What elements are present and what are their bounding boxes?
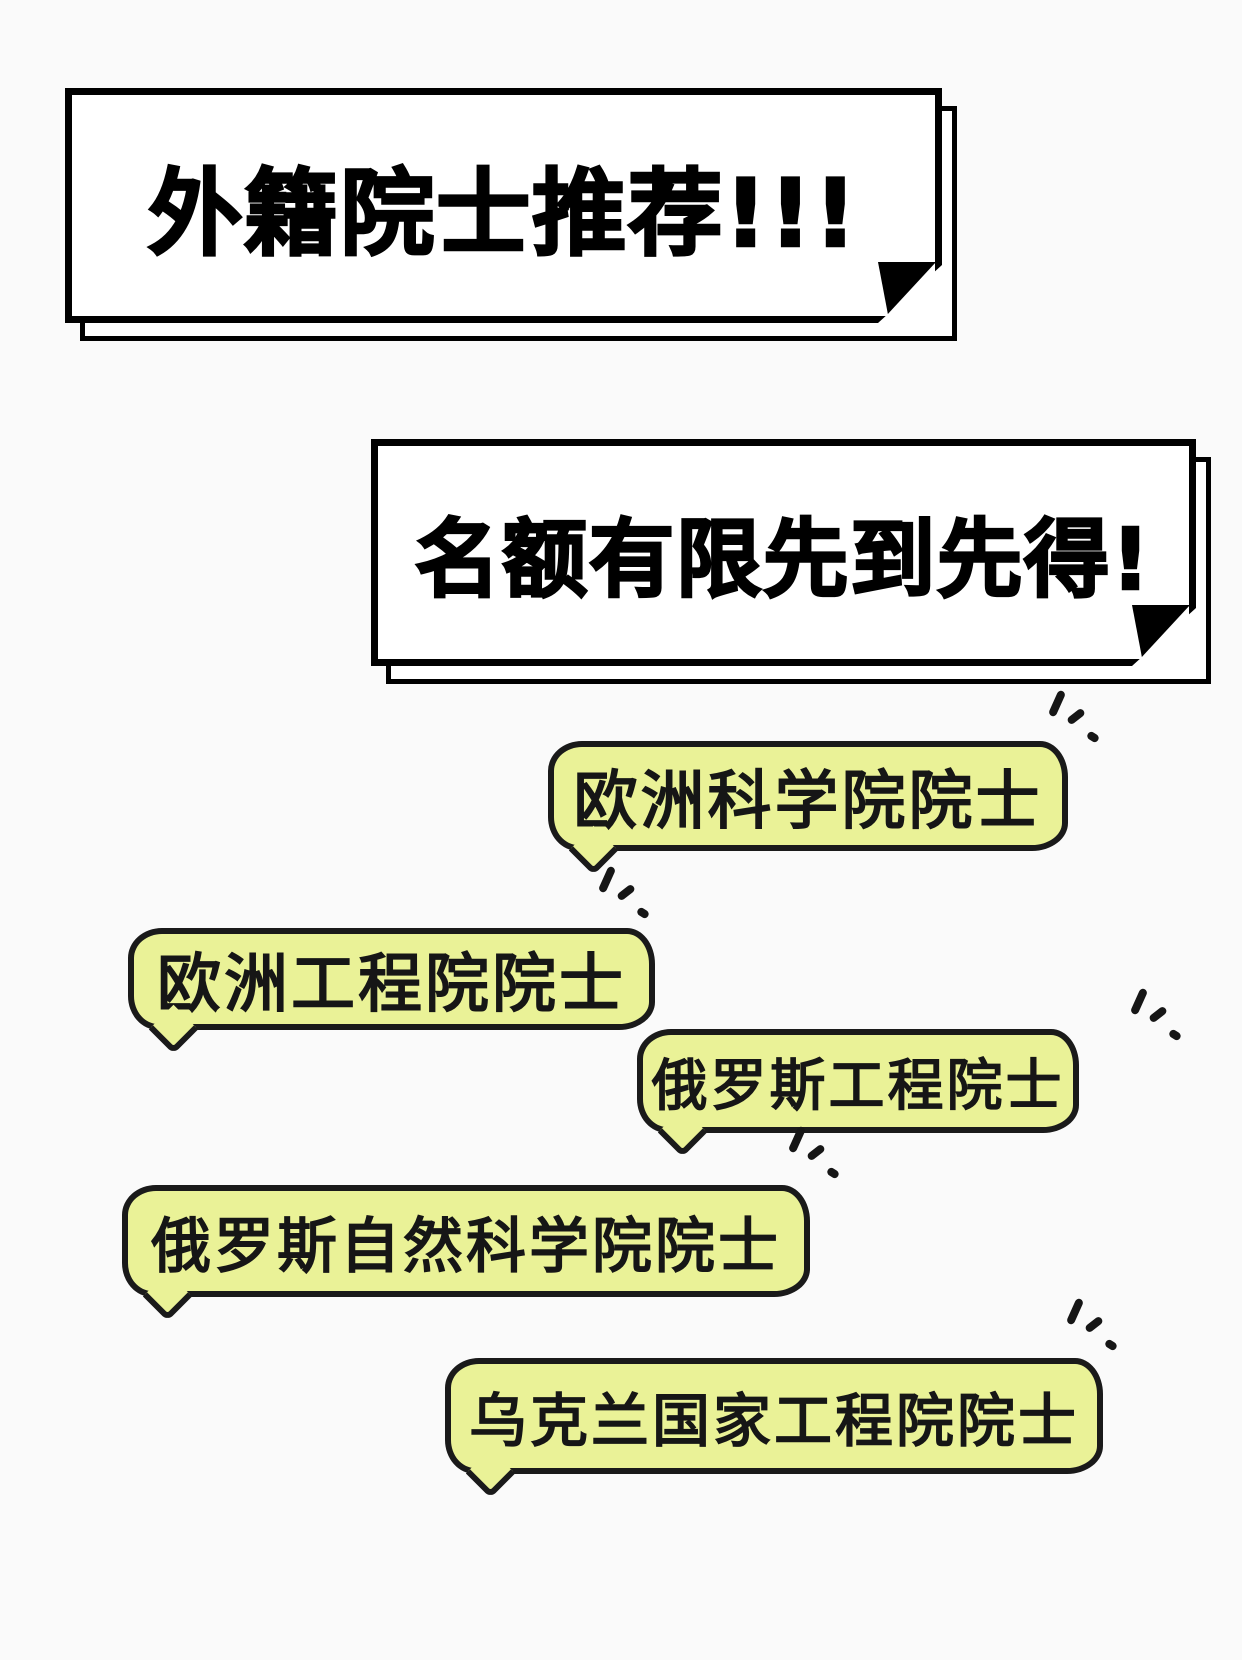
speech-bubble-russian-academy-of-engineering: 俄罗斯工程院士 (637, 1029, 1079, 1158)
bubble-label: 俄罗斯工程院士 (637, 1029, 1079, 1133)
bubble-label: 欧洲工程院院士 (128, 928, 655, 1030)
banner-title: 名额有限先到先得! (414, 510, 1152, 612)
banner-title: 外籍院士推荐!!! (147, 158, 859, 270)
speech-bubble-russian-academy-of-natural-sciences: 俄罗斯自然科学院院士 (122, 1185, 810, 1322)
bubble-label: 俄罗斯自然科学院院士 (122, 1185, 810, 1297)
speech-bubble-european-academy-of-sciences: 欧洲科学院院士 (548, 741, 1068, 876)
sparkle-icon (1064, 1297, 1119, 1356)
sparkle-icon (1046, 689, 1101, 748)
sparkle-icon (596, 865, 651, 924)
headline-banner-foreign-academicians: 外籍院士推荐!!! (65, 88, 957, 341)
bubble-label: 乌克兰国家工程院院士 (445, 1358, 1103, 1474)
banner-card (371, 439, 1196, 666)
sparkle-icon (786, 1125, 841, 1184)
speech-bubble-ukraine-national-academy-of-engineering: 乌克兰国家工程院院士 (445, 1358, 1103, 1499)
banner-card (65, 88, 942, 323)
sparkle-icon (1128, 987, 1183, 1046)
speech-bubble-european-academy-of-engineering: 欧洲工程院院士 (128, 928, 655, 1055)
headline-banner-limited-spots: 名额有限先到先得! (371, 439, 1211, 684)
bubble-label: 欧洲科学院院士 (548, 741, 1068, 851)
